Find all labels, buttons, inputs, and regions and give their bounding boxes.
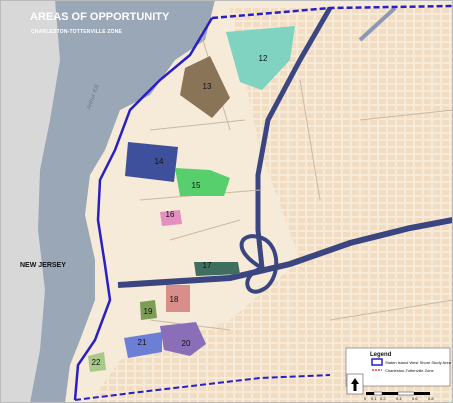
- scale-tick-2: 0.2: [380, 396, 386, 401]
- highway-cross: [117, 217, 453, 288]
- zone-20-label: 20: [182, 339, 191, 348]
- study-area-boundary: [73, 17, 214, 401]
- scale-bar-segment-2: [373, 391, 383, 396]
- new-jersey-land: [0, 0, 60, 403]
- scale-bar-segment-5: [414, 392, 430, 395]
- legend-box: [345, 347, 451, 387]
- highway-ramps: [239, 234, 279, 294]
- legend-item-study-area: Staten Island West Shore Study Area: [385, 360, 452, 365]
- zone-13[interactable]: [180, 56, 230, 118]
- map-subtitle: CHARLESTON-TOTTENVILLE ZONE: [31, 29, 123, 35]
- zone-17[interactable]: [194, 262, 240, 276]
- scale-bar-segment-4: [397, 391, 415, 396]
- north-arrow-icon: [351, 378, 359, 391]
- state-label: NEW JERSEY: [20, 262, 66, 269]
- zone-boundary-south: [74, 374, 331, 401]
- legend: Legend Staten Island West Shore Study Ar…: [345, 347, 452, 401]
- zone-14[interactable]: [125, 142, 178, 182]
- zone-16-label: 16: [166, 210, 175, 219]
- zone-12[interactable]: [226, 26, 295, 90]
- zone-13-label: 13: [203, 82, 212, 91]
- zone-19[interactable]: [140, 300, 157, 320]
- scale-tick-4: 0.6: [412, 396, 418, 401]
- scale-tick-1: 0.1: [371, 396, 377, 401]
- parcel-texture: [90, 8, 453, 403]
- zone-boundary: [211, 4, 453, 20]
- water-area: [0, 0, 215, 403]
- zone-18[interactable]: [166, 285, 190, 312]
- zone-15[interactable]: [175, 168, 230, 196]
- zone-19-label: 19: [144, 307, 153, 316]
- zone-14-label: 14: [155, 157, 164, 166]
- legend-item-zone: Charleston-Tottenville Zone: [385, 368, 434, 373]
- zone-21-label: 21: [138, 338, 147, 347]
- scale-tick-0: 0: [364, 396, 367, 401]
- scale-bar-segment-3: [382, 392, 398, 395]
- zone-20[interactable]: [160, 322, 206, 356]
- zone-15-label: 15: [192, 181, 201, 190]
- zone-18-label: 18: [170, 295, 179, 304]
- legend-swatch-study-area: [371, 358, 383, 366]
- zone-12-label: 12: [259, 54, 268, 63]
- map-title: AREAS OF OPPORTUNITY: [30, 11, 170, 23]
- scale-bar-segment-1: [366, 392, 374, 395]
- highway-north-branch: [358, 6, 397, 42]
- scale-tick-5: 0.8: [428, 396, 434, 401]
- scale-tick-3: 0.4: [396, 396, 402, 401]
- zones: 12 13 14 15 16 17 18 19 20 21 22: [88, 26, 295, 372]
- zone-22[interactable]: [88, 352, 106, 372]
- zone-17-label: 17: [203, 261, 212, 270]
- zone-16[interactable]: [160, 210, 182, 226]
- legend-title: Legend: [370, 352, 392, 358]
- zone-22-label: 22: [92, 358, 101, 367]
- zone-21[interactable]: [124, 332, 162, 358]
